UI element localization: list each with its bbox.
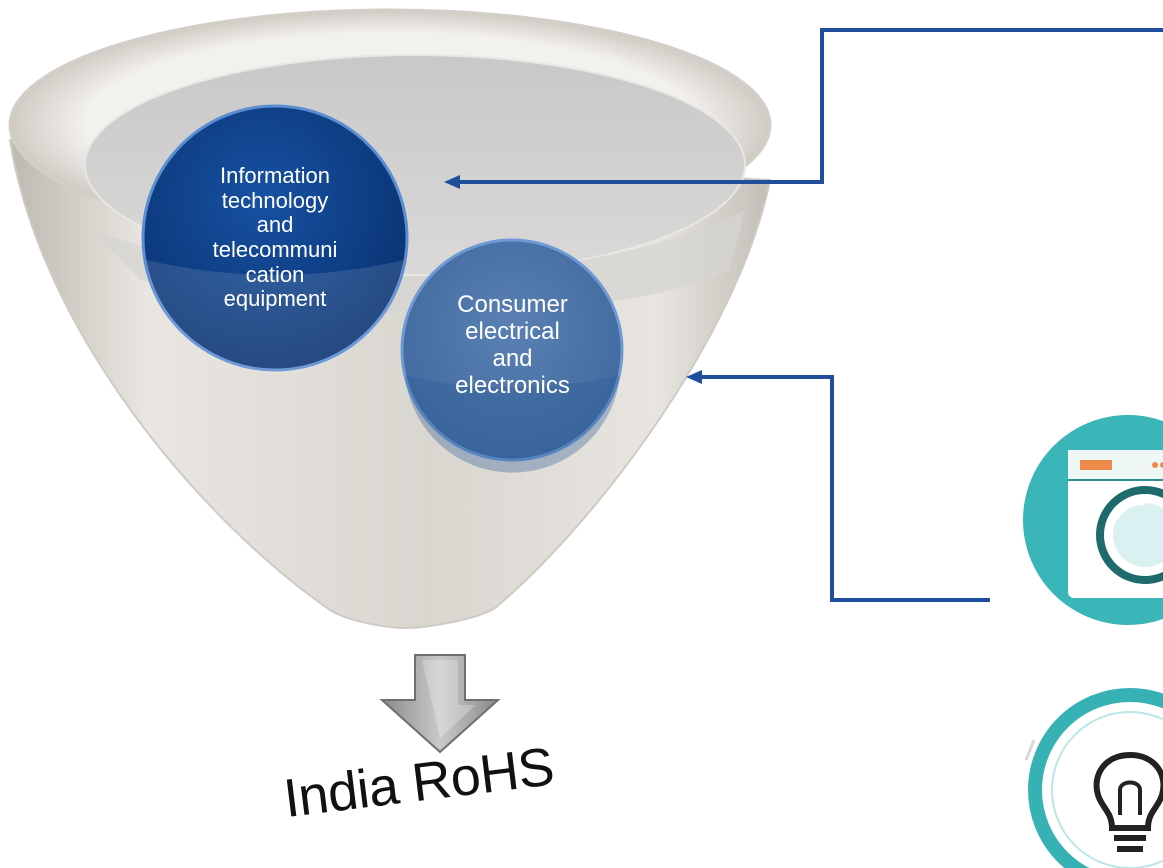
it-line-2: technology bbox=[221, 187, 329, 213]
light-bulb-icon bbox=[1024, 688, 1163, 868]
down-arrow bbox=[379, 654, 501, 754]
it-line-3: and bbox=[256, 212, 294, 238]
connector-arrow-bottom bbox=[686, 370, 990, 602]
category-circle-ce bbox=[400, 238, 624, 473]
connector-arrow-top bbox=[444, 28, 1163, 189]
it-line-4: telecommuni bbox=[212, 237, 338, 262]
category-circle-it bbox=[141, 104, 409, 374]
washing-machine-icon bbox=[1023, 415, 1163, 625]
category-label-ce: Consumer electrical and electronics bbox=[400, 236, 625, 456]
category-label-it: Information technology and telecommuni c… bbox=[150, 118, 400, 358]
ce-line-1: Consumer bbox=[457, 291, 568, 319]
it-line-1: Information bbox=[219, 163, 331, 189]
it-line-5: cation bbox=[245, 261, 305, 287]
ce-line-3: and bbox=[492, 345, 533, 372]
ce-line-2: electrical bbox=[465, 318, 560, 346]
it-line-6: equipment bbox=[223, 286, 327, 312]
ce-line-4: electronics bbox=[455, 371, 570, 399]
